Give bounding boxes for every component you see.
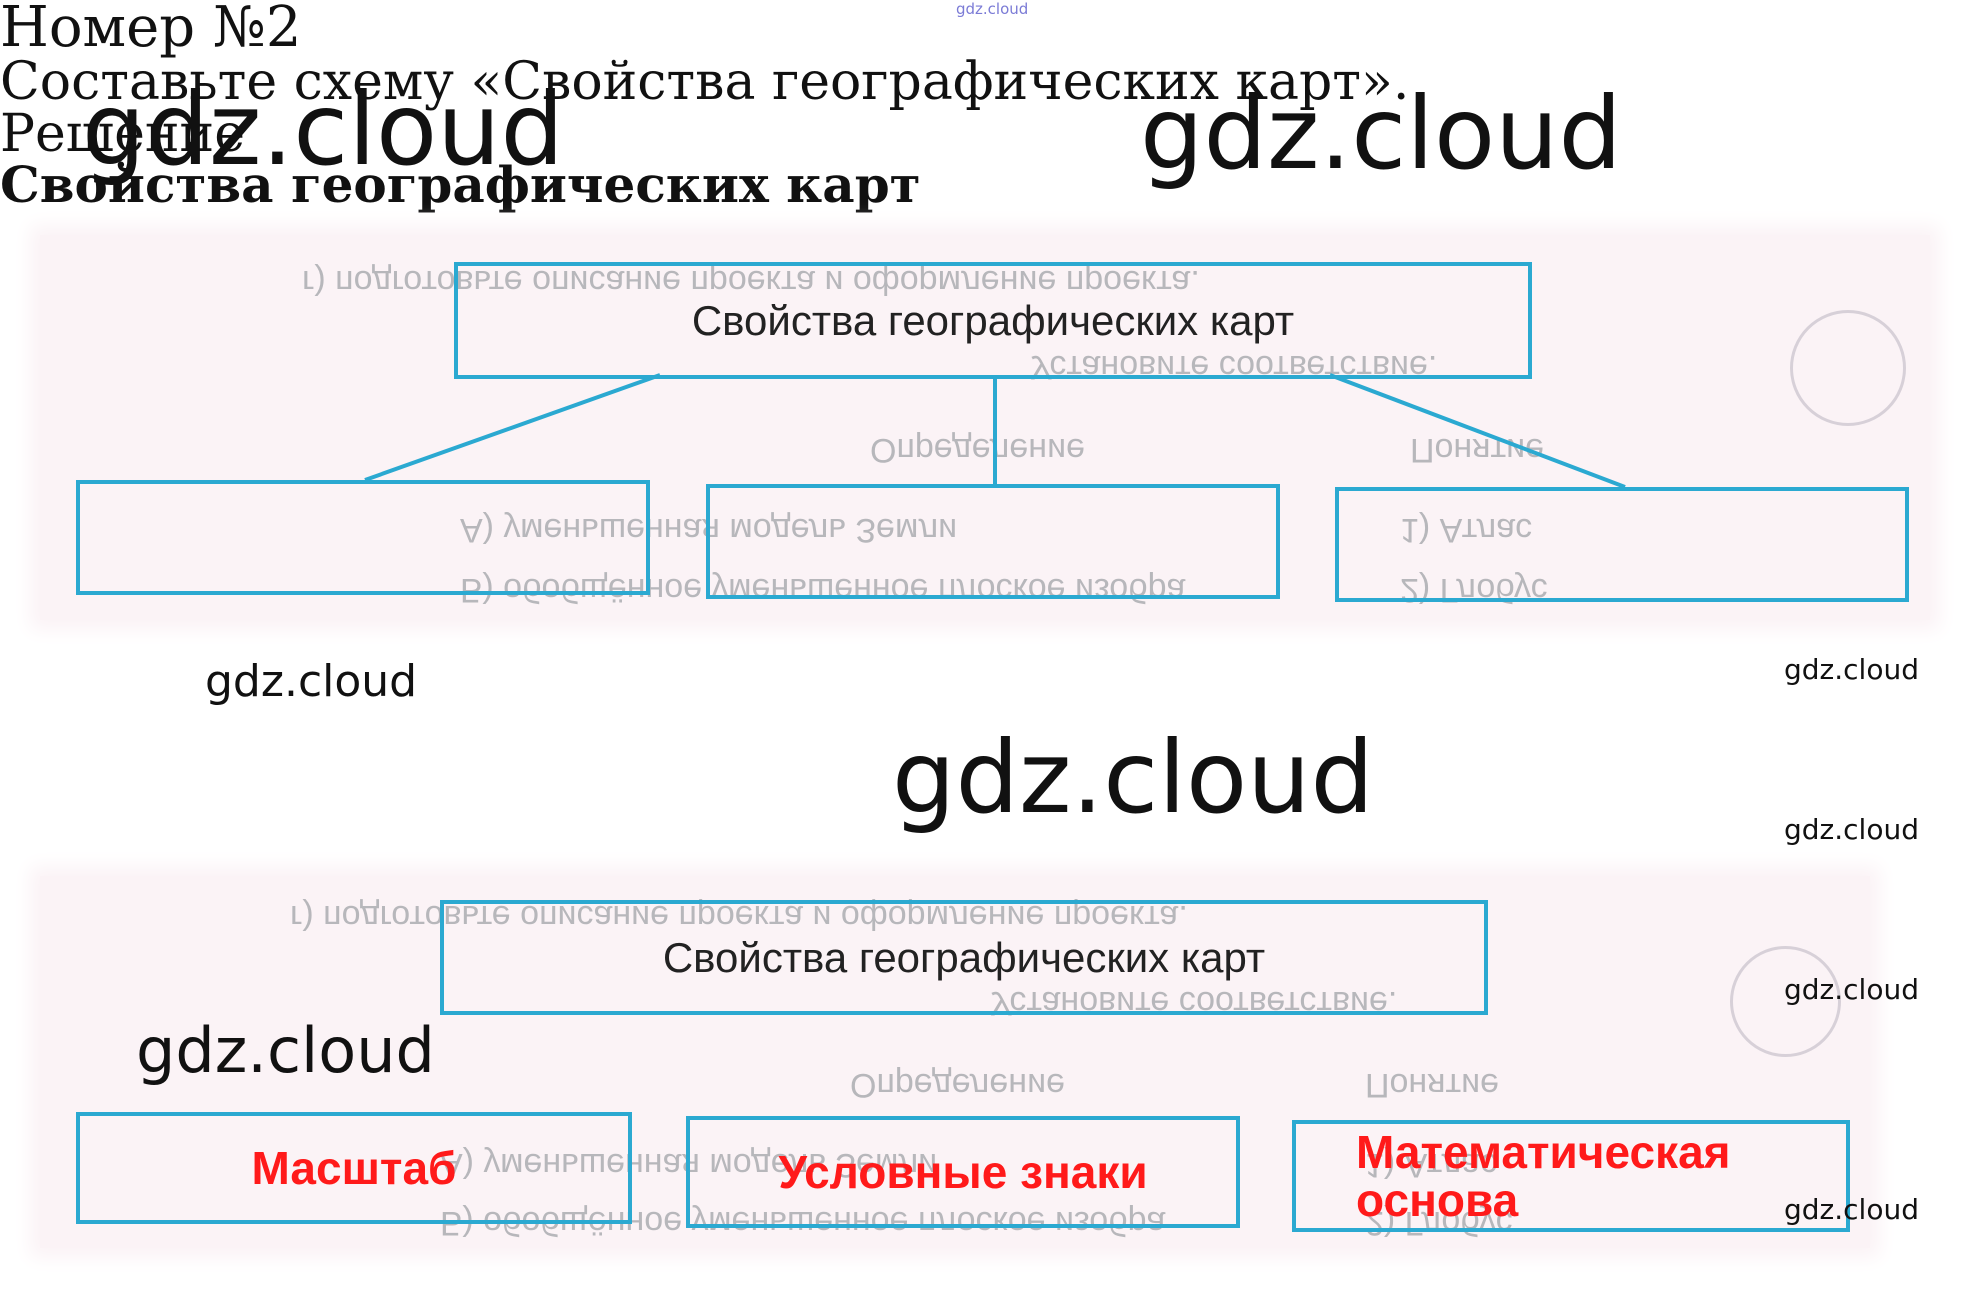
ghost-text: Понятие xyxy=(1365,1066,1500,1104)
answer-box-math-basis: Математическая основа xyxy=(1292,1120,1850,1232)
watermark-large-left: gdz.cloud xyxy=(82,71,565,188)
task-scheme-top-box: Свойства географических карт xyxy=(454,262,1532,379)
watermark-small: gdz.cloud xyxy=(1784,1193,1919,1226)
watermark-small: gdz.cloud xyxy=(1784,653,1919,686)
watermark-medium: gdz.cloud xyxy=(205,656,418,707)
watermark-tiny: gdz.cloud xyxy=(956,0,1029,18)
watermark-large-right: gdz.cloud xyxy=(1140,75,1623,192)
watermark-small: gdz.cloud xyxy=(1784,973,1919,1006)
ghost-text: Определение xyxy=(850,1066,1065,1104)
task-scheme-empty-box-2 xyxy=(706,484,1280,599)
answer-box-scale: Масштаб xyxy=(76,1112,632,1224)
check-icon xyxy=(1730,946,1841,1057)
watermark-large-center: gdz.cloud xyxy=(892,719,1375,836)
watermark-small: gdz.cloud xyxy=(1784,813,1919,846)
task-scheme-empty-box-3 xyxy=(1335,487,1909,602)
solution-scheme-top-box: Свойства географических карт xyxy=(440,900,1488,1015)
task-text: Составьте схему «Свойства географических… xyxy=(0,52,1410,112)
check-icon xyxy=(1790,310,1906,426)
solution-subheading: Свойства географических карт xyxy=(0,155,921,214)
watermark-medium: gdz.cloud xyxy=(136,1014,435,1087)
task-scheme-empty-box-1 xyxy=(76,480,650,595)
answer-math-basis-label: Математическая основа xyxy=(1356,1125,1731,1226)
answer-box-symbols: Условные знаки xyxy=(686,1116,1240,1228)
solution-scheme-panel: г) подготовьте описание проекта и оформл… xyxy=(40,876,1870,1248)
task-scheme-panel: г) подготовьте описание проекта и оформл… xyxy=(40,235,1930,620)
solution-heading: Решение xyxy=(0,104,245,164)
page-title: Номер №2 xyxy=(0,0,302,60)
